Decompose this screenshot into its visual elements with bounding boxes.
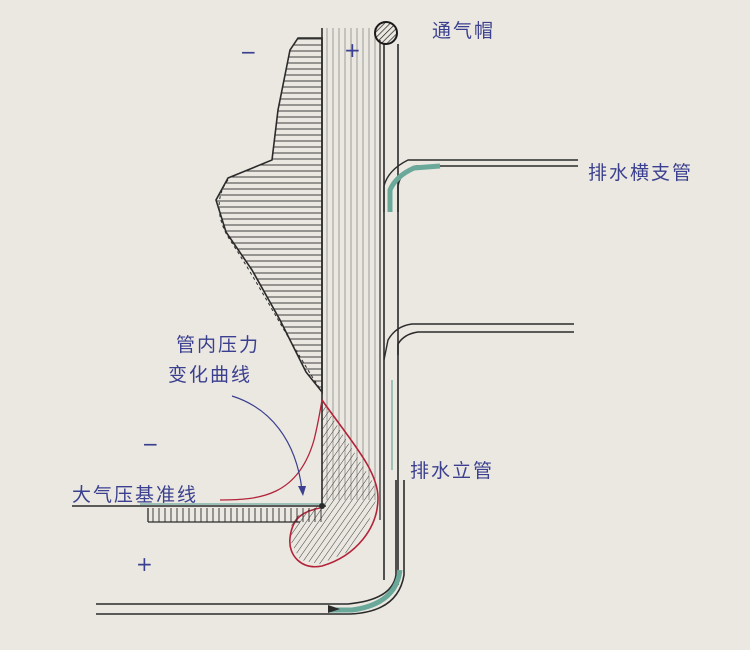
branch-pipe-upper-inner xyxy=(383,159,578,212)
sign-top-minus: − xyxy=(240,40,257,64)
annotation-arrow-head xyxy=(298,486,306,496)
flow-arrow xyxy=(328,605,340,613)
baseline-origin xyxy=(319,503,325,509)
annotation-arrow xyxy=(231,395,303,491)
building-drain-water xyxy=(330,569,403,613)
label-pressure-curve-2: 变化曲线 xyxy=(168,364,253,386)
positive-pressure-area xyxy=(290,400,376,564)
label-stack: 排水立管 xyxy=(410,460,495,482)
pressure-profile-dashed xyxy=(218,179,323,393)
label-vent-cap: 通气帽 xyxy=(432,20,496,42)
sign-left-plus: + xyxy=(136,552,153,576)
base-positive-strip xyxy=(148,508,324,522)
building-drain-top xyxy=(96,480,397,605)
branch-pipe-upper xyxy=(397,165,578,212)
pressure-curve-red-left xyxy=(219,399,323,501)
vent-cap-icon xyxy=(374,21,398,45)
branch-pipe-lower-inner xyxy=(383,323,574,361)
label-horizontal-branch: 排水横支管 xyxy=(588,162,694,184)
branch-pipe-upper-water xyxy=(387,163,441,212)
label-pressure-curve-1: 管内压力 xyxy=(176,334,261,356)
label-atmospheric-baseline: 大气压基准线 xyxy=(72,484,199,506)
branch-pipe-lower xyxy=(397,331,574,355)
sign-top-plus: + xyxy=(344,38,361,62)
pressure-curve-red xyxy=(289,399,379,568)
building-drain-bottom xyxy=(96,480,405,615)
sign-left-minus: − xyxy=(142,432,159,456)
